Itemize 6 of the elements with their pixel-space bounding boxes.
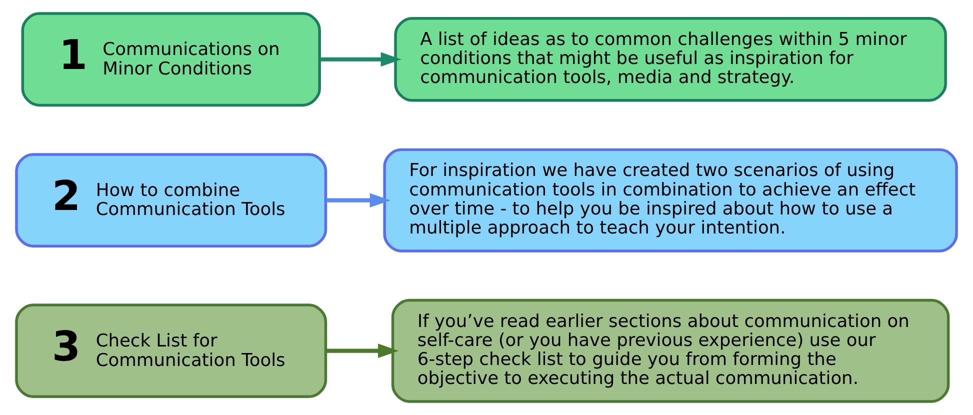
arrow <box>320 52 402 67</box>
node-box: If you’ve read earlier sections about communication on self-care (or you have previous experience) use our 6-step check list to guide you from forming the objective to executing the actual communication. <box>391 298 950 403</box>
arrow <box>326 193 390 208</box>
arrow <box>326 344 399 358</box>
node-box: A list of ideas as to common challenges within 5 minor conditions that might be useful as inspiration for communication tools, media and strategy. <box>394 16 947 102</box>
node-box: For inspiration we have created two scenarios of using communication tools in combination to achieve an effect over time - to help you be inspired about how to use a multiple approach to teach your intention. <box>383 148 958 252</box>
